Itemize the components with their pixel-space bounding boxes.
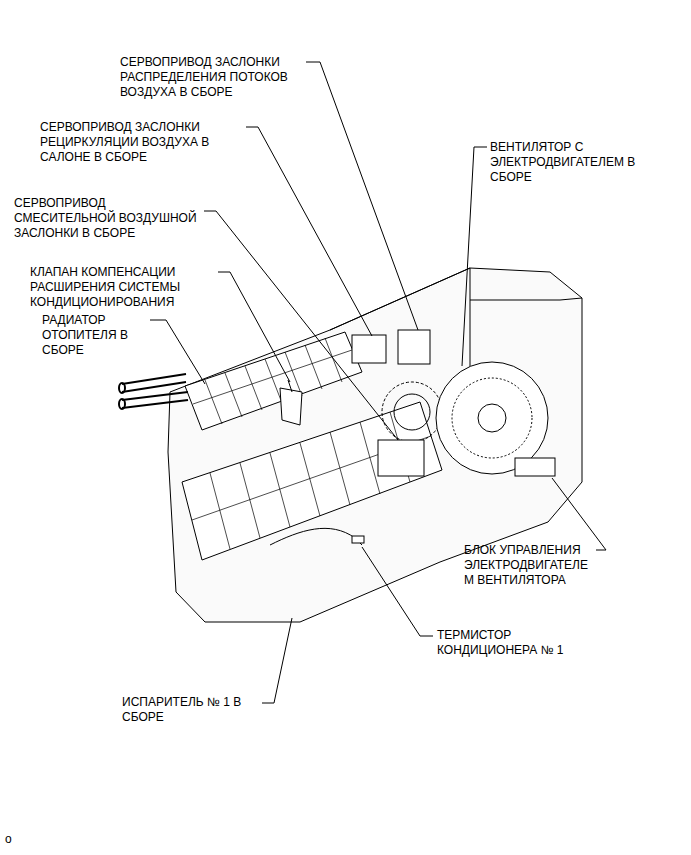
part-label: СЕРВОПРИВОД ЗАСЛОНКИ РЕЦИРКУЛЯЦИИ ВОЗДУХ… xyxy=(40,120,244,165)
housing-edge xyxy=(330,268,582,330)
blower-fan xyxy=(452,378,532,458)
blower-controller xyxy=(515,458,555,476)
actuator xyxy=(352,335,386,363)
housing-edge xyxy=(470,300,471,370)
blower-housing xyxy=(436,362,548,474)
evaporator xyxy=(182,402,442,560)
part-label: СЕРВОПРИВОД ЗАСЛОНКИ РАСПРЕДЕЛЕНИЯ ПОТОК… xyxy=(120,55,306,100)
blower-hub xyxy=(478,404,506,432)
thermistor-wire xyxy=(270,528,362,545)
thermistor xyxy=(352,536,364,543)
heater-pipes xyxy=(119,374,188,409)
heater-core xyxy=(185,332,362,430)
evaporator-fins xyxy=(192,412,431,549)
actuator-gear xyxy=(382,382,442,442)
part-label: ТЕРМИСТОР КОНДИЦИОНЕРА № 1 xyxy=(437,628,587,658)
part-label: РАДИАТОР ОТОПИТЕЛЯ В СБОРЕ xyxy=(42,313,148,358)
expansion-valve xyxy=(280,380,302,425)
part-label: o xyxy=(5,832,25,847)
part-label: КЛАПАН КОМПЕНСАЦИИ РАСШИРЕНИЯ СИСТЕМЫ КО… xyxy=(30,265,214,310)
actuator xyxy=(398,330,430,364)
part-label: ВЕНТИЛЯТОР С ЭЛЕКТРОДВИГАТЕЛЕМ В СБОРЕ xyxy=(490,140,660,185)
part-label: СЕРВОПРИВОД СМЕСИТЕЛЬНОЙ ВОЗДУШНОЙ ЗАСЛО… xyxy=(14,196,204,241)
part-label: БЛОК УПРАВЛЕНИЯ ЭЛЕКТРОДВИГАТЕЛЕМ ВЕНТИЛ… xyxy=(464,543,596,588)
part-label: ИСПАРИТЕЛЬ № 1 В СБОРЕ xyxy=(122,695,260,725)
actuator-gear xyxy=(394,394,430,430)
actuator xyxy=(378,440,424,476)
